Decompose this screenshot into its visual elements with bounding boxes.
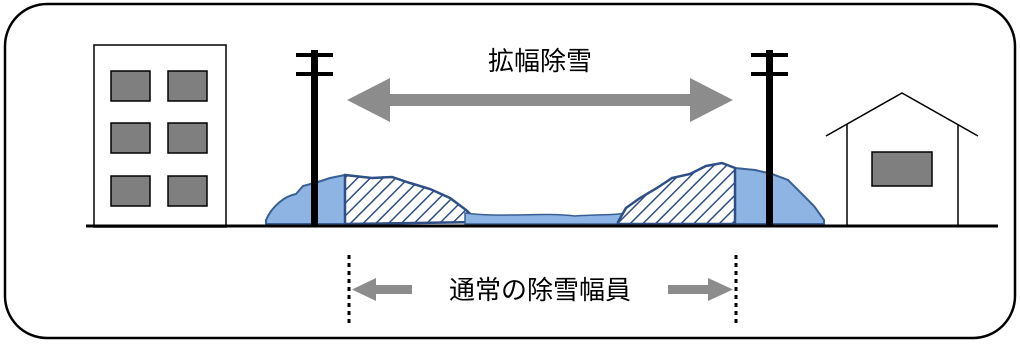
- right-snow-pile: [616, 161, 825, 226]
- house-icon: [825, 92, 979, 227]
- apartment-building-icon: [93, 44, 227, 228]
- left-snow-pile: [265, 173, 483, 226]
- normal-width-right-arrow: [668, 278, 733, 301]
- widened-removal-arrow: [347, 78, 733, 122]
- building-window: [167, 122, 208, 154]
- normal-width-left-arrow: [352, 278, 412, 301]
- building-window: [167, 70, 208, 102]
- building-window: [110, 122, 151, 154]
- diagram-frame: [3, 2, 1017, 340]
- house-window: [871, 151, 933, 187]
- normal-width-label: 通常の除雪幅員: [449, 276, 631, 306]
- building-window: [110, 175, 151, 207]
- building-window: [110, 70, 151, 102]
- utility-pole-icon: [751, 50, 788, 226]
- utility-pole-icon: [296, 50, 333, 226]
- building-window: [167, 175, 208, 207]
- widened-removal-label: 拡幅除雪: [488, 47, 592, 77]
